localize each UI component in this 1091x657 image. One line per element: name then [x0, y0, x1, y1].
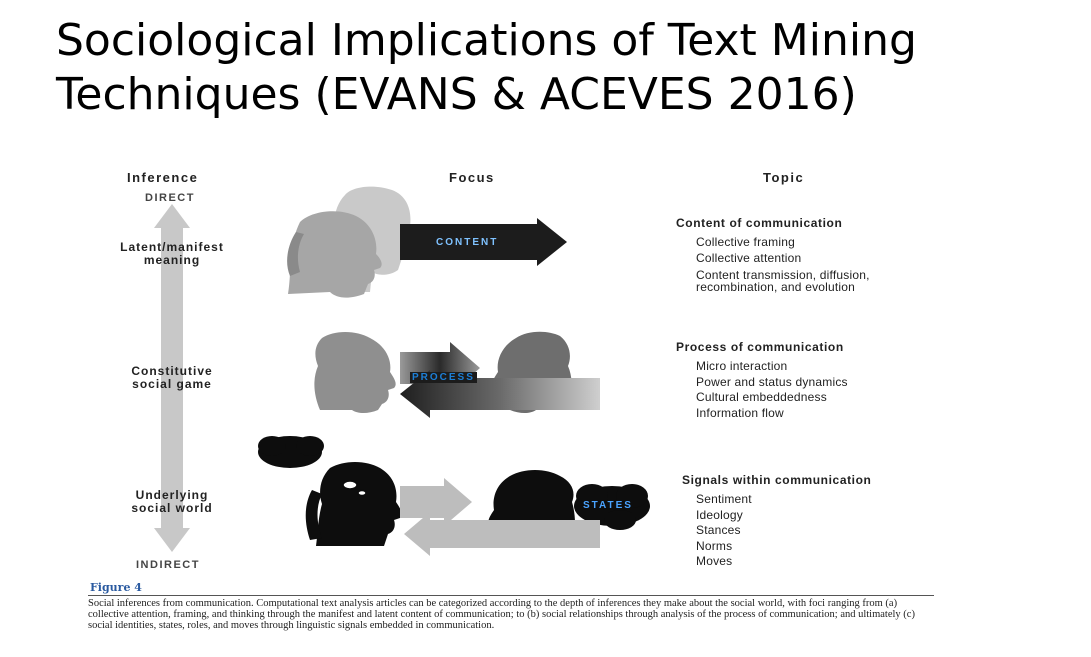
topic-item: Stances [696, 523, 741, 537]
axis-indirect-label: INDIRECT [136, 559, 200, 571]
level-label-line: Constitutive [131, 364, 213, 378]
topic-item: Information flow [696, 405, 784, 420]
slide-title: Sociological Implications of Text Mining… [56, 14, 1076, 122]
column-header-topic: Topic [763, 170, 805, 185]
topic-item: Cultural embeddedness [696, 390, 827, 404]
figure-label: Figure 4 [90, 581, 142, 594]
topic-item: Collective attention [696, 250, 802, 265]
level-label-line: meaning [143, 253, 201, 267]
states-thought-bubbles [258, 436, 650, 547]
axis-direct-label: DIRECT [145, 192, 195, 204]
topic-heading: Content of communication [676, 216, 843, 230]
slide-title-line-1: Sociological Implications of Text Mining [56, 15, 917, 66]
states-bubble-label: STATES [583, 500, 633, 511]
level-label-line: Latent/manifest [120, 240, 224, 254]
topic-item: Ideology [696, 507, 743, 522]
states-arrows [400, 478, 600, 556]
topic-item: Collective framing [696, 235, 795, 249]
figure-caption: Social inferences from communication. Co… [88, 598, 915, 631]
level-label-underlying: Underlying social world [97, 489, 247, 515]
topic-group-process: Process of communication Micro interacti… [676, 340, 848, 421]
topic-item: Norms [696, 538, 733, 553]
level-label-line: Underlying [135, 488, 209, 502]
topic-item: Moves [696, 554, 733, 568]
content-heads-illustration [287, 186, 416, 298]
figure-divider [88, 595, 934, 596]
topic-item: Sentiment [696, 492, 752, 506]
content-arrow-label: CONTENT [436, 237, 499, 248]
column-header-inference: Inference [127, 170, 199, 185]
inference-axis-arrow [154, 204, 190, 552]
topic-item: Micro interaction [696, 359, 788, 373]
slide-title-line-2: Techniques (EVANS & ACEVES 2016) [56, 69, 857, 120]
topic-heading: Process of communication [676, 340, 844, 354]
level-label-constitutive: Constitutive social game [97, 365, 247, 391]
topic-item: Power and status dynamics [696, 374, 848, 389]
topic-heading: Signals within communication [682, 473, 872, 487]
process-arrow-label: PROCESS [410, 372, 477, 383]
column-header-focus: Focus [449, 170, 495, 185]
topic-group-signals: Signals within communication Sentiment I… [682, 473, 871, 570]
topic-group-content: Content of communication Collective fram… [676, 216, 936, 293]
level-label-latent-manifest: Latent/manifest meaning [97, 241, 247, 267]
level-label-line: social game [132, 377, 212, 391]
topic-item: Content transmission, diffusion, recombi… [696, 268, 870, 294]
content-arrow [400, 218, 567, 266]
level-label-line: social world [131, 501, 213, 515]
